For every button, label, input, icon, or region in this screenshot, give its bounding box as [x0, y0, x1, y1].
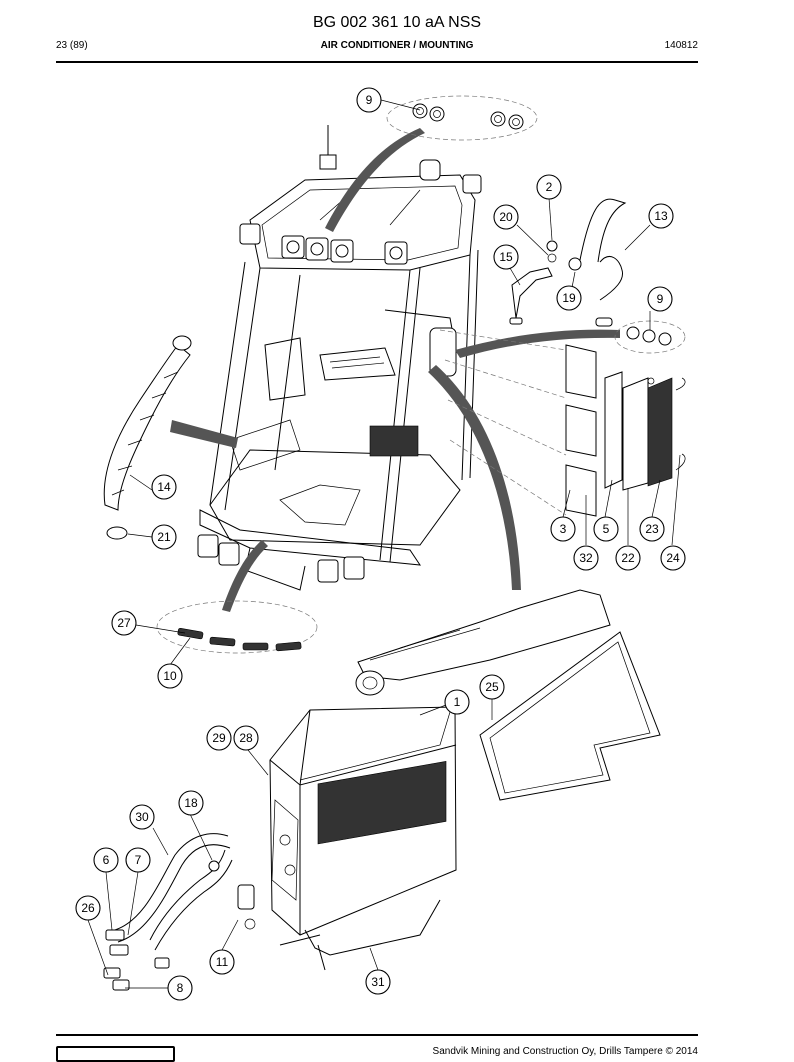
svg-text:10: 10: [163, 669, 177, 683]
svg-text:9: 9: [366, 93, 373, 107]
callout-31: 31: [365, 969, 391, 995]
callout-14: 14: [151, 474, 177, 500]
header-rule: [56, 61, 698, 63]
callout-8: 8: [167, 975, 193, 1001]
svg-text:11: 11: [216, 955, 229, 969]
callout-28: 28: [233, 725, 259, 751]
callout-1: 1: [444, 689, 470, 715]
callout-2: 2: [536, 174, 562, 200]
svg-text:14: 14: [157, 480, 171, 494]
callout-23: 23: [639, 516, 665, 542]
svg-text:13: 13: [654, 209, 668, 223]
callout-18: 18: [178, 790, 204, 816]
air-conditioner-unit: [269, 706, 457, 971]
callout-7: 7: [125, 847, 151, 873]
callout-13: 13: [648, 203, 674, 229]
svg-text:3: 3: [560, 522, 567, 536]
svg-text:9: 9: [657, 292, 664, 306]
svg-text:2: 2: [546, 180, 553, 194]
callout-11: 11: [209, 949, 235, 975]
cabin-drawing: [170, 125, 620, 612]
callout-19: 19: [556, 285, 582, 311]
svg-text:29: 29: [212, 731, 226, 745]
svg-text:6: 6: [103, 853, 110, 867]
svg-text:21: 21: [157, 530, 171, 544]
svg-text:23: 23: [645, 522, 659, 536]
callout-6: 6: [93, 847, 119, 873]
svg-text:27: 27: [117, 616, 131, 630]
water-hoses: [103, 833, 233, 991]
callout-9-right: 9: [647, 286, 673, 312]
svg-text:30: 30: [135, 810, 149, 824]
svg-text:1: 1: [454, 695, 461, 709]
leader-lines: [87, 99, 681, 989]
svg-text:19: 19: [562, 291, 576, 305]
callout-5: 5: [593, 516, 619, 542]
ducts-and-filters: [439, 198, 686, 517]
page-number: 23 (89): [56, 40, 88, 51]
air-duct-assembly: [355, 589, 661, 801]
company-logo: [56, 1046, 175, 1062]
callout-24: 24: [660, 545, 686, 571]
section-title: AIR CONDITIONER / MOUNTING: [320, 40, 474, 51]
svg-text:26: 26: [81, 901, 95, 915]
callout-26: 26: [75, 895, 101, 921]
svg-text:32: 32: [579, 551, 593, 565]
callout-29: 29: [206, 725, 232, 751]
footer-copyright: Sandvik Mining and Construction Oy, Dril…: [432, 1046, 698, 1057]
svg-text:7: 7: [135, 853, 142, 867]
callout-15: 15: [493, 244, 519, 270]
svg-text:5: 5: [603, 522, 610, 536]
callout-32: 32: [573, 545, 599, 571]
callout-10: 10: [157, 663, 183, 689]
svg-text:24: 24: [666, 551, 680, 565]
callout-27: 27: [111, 610, 137, 636]
callout-3: 3: [550, 516, 576, 542]
vent-grilles: [177, 627, 302, 652]
svg-text:18: 18: [184, 796, 198, 810]
svg-text:15: 15: [499, 250, 513, 264]
svg-text:8: 8: [177, 981, 184, 995]
footer-rule: [56, 1034, 698, 1036]
svg-text:22: 22: [621, 551, 635, 565]
callout-22: 22: [615, 545, 641, 571]
svg-text:28: 28: [239, 731, 253, 745]
document-code: BG 002 361 10 aA NSS: [312, 14, 482, 31]
callout-20: 20: [493, 204, 519, 230]
callout-30: 30: [129, 804, 155, 830]
date-code: 140812: [664, 40, 698, 51]
callout-9-top: 9: [356, 87, 382, 113]
svg-text:20: 20: [499, 210, 513, 224]
callout-25: 25: [479, 674, 505, 700]
svg-text:25: 25: [485, 680, 499, 694]
callout-21: 21: [151, 524, 177, 550]
svg-text:31: 31: [371, 975, 385, 989]
vent-nozzles-top: [412, 103, 524, 130]
